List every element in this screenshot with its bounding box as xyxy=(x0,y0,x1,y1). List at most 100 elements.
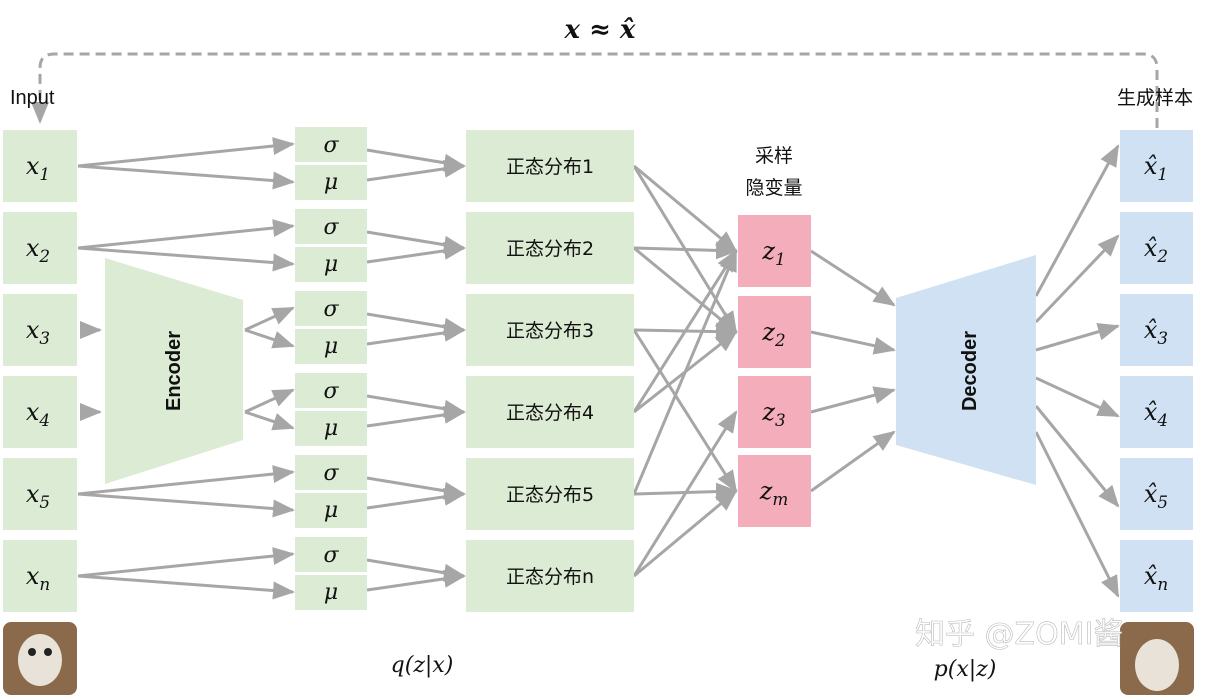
sigma-label: σ xyxy=(323,379,339,404)
input-node: x3 xyxy=(3,294,77,366)
output-node: x̂2 xyxy=(1120,212,1193,284)
mu-label: μ xyxy=(324,170,338,195)
sigma-to-dist-edge xyxy=(366,148,466,172)
distribution-label: 正态分布1 xyxy=(506,156,594,178)
distribution-node: 正态分布2 xyxy=(466,212,634,284)
decoder-to-output-edge xyxy=(1034,234,1120,324)
sigma-to-dist-edge xyxy=(366,394,466,418)
avatar-left xyxy=(3,622,77,695)
distribution-node: 正态分布5 xyxy=(466,458,634,530)
mu-to-dist-edge xyxy=(366,569,466,592)
variable-label: zm xyxy=(759,477,789,509)
distribution-node: 正态分布1 xyxy=(466,130,634,202)
sigma-mu-node: σμ xyxy=(295,209,367,282)
decoder-block xyxy=(896,255,1036,485)
latent-to-decoder-edge xyxy=(810,386,896,414)
input-to-mu-edge xyxy=(77,574,295,600)
sigma-to-dist-edge xyxy=(366,230,466,254)
variable-label: z1 xyxy=(761,237,785,269)
sigma-mu-node: σμ xyxy=(295,127,367,200)
distribution-node: 正态分布n xyxy=(466,540,634,612)
sigma-to-dist-edge xyxy=(366,476,466,500)
input-to-mu-edge xyxy=(77,164,295,190)
latent-to-decoder-edge xyxy=(810,249,896,307)
input-to-sigma-edge xyxy=(77,219,295,250)
decoder-to-output-edge xyxy=(1034,144,1120,297)
sigma-to-dist-edge xyxy=(366,312,466,336)
mu-to-dist-edge xyxy=(366,487,466,510)
variable-label: x1 xyxy=(26,152,50,184)
latent-to-decoder-edge xyxy=(810,430,896,493)
dist-to-latent-edge xyxy=(632,249,738,413)
avatar-right xyxy=(1120,622,1194,695)
input-node: x4 xyxy=(3,376,77,448)
latent-node: z3 xyxy=(738,376,811,448)
input-node: x2 xyxy=(3,212,77,284)
input-to-mu-edge xyxy=(77,492,295,518)
sigma-mu-node: σμ xyxy=(295,537,367,610)
sigma-label: σ xyxy=(323,543,339,568)
dist-to-latent-edge xyxy=(632,329,738,493)
input-to-sigma-edge xyxy=(77,465,295,496)
input-node: xn xyxy=(3,540,77,612)
decoder-to-output-edge xyxy=(1035,322,1120,352)
title-formula: x ≈ x̂ xyxy=(564,15,636,45)
variable-label: x̂4 xyxy=(1144,398,1168,430)
latent-label: 隐变量 xyxy=(745,177,802,199)
q-label: q(z|x) xyxy=(391,653,454,678)
mu-to-dist-edge xyxy=(366,323,466,346)
p-label: p(x|z) xyxy=(934,657,997,682)
variable-label: x3 xyxy=(26,316,50,348)
input-node: x5 xyxy=(3,458,77,530)
mu-label: μ xyxy=(324,580,338,605)
distribution-node: 正态分布3 xyxy=(466,294,634,366)
dist-to-latent-edge xyxy=(632,249,738,495)
sigma-to-dist-edge xyxy=(366,558,466,582)
mu-to-dist-edge xyxy=(366,159,466,182)
decoder-to-output-edge xyxy=(1034,431,1120,598)
input-to-sigma-edge xyxy=(77,137,295,168)
variable-label: z2 xyxy=(761,318,785,350)
variable-label: x̂n xyxy=(1144,562,1168,594)
encoder-block xyxy=(105,258,243,484)
mu-label: μ xyxy=(324,498,338,523)
encoder-label: Encoder xyxy=(163,331,185,411)
dist-to-latent-edge xyxy=(633,489,738,578)
watermark: 知乎 @ZOMI酱 xyxy=(915,617,1123,652)
output-node: x̂5 xyxy=(1120,458,1193,530)
mu-label: μ xyxy=(324,252,338,277)
decoder-to-output-edge xyxy=(1034,405,1120,508)
sigma-label: σ xyxy=(323,133,339,158)
variable-label: x̂5 xyxy=(1144,480,1168,512)
distribution-label: 正态分布n xyxy=(506,566,594,588)
variable-label: z3 xyxy=(761,398,785,430)
variable-label: xn xyxy=(26,562,50,594)
decoder-to-output-edge xyxy=(1035,376,1120,418)
output-node: x̂1 xyxy=(1120,130,1193,202)
variable-label: x̂2 xyxy=(1144,234,1168,266)
distribution-node: 正态分布4 xyxy=(466,376,634,448)
latent-node: z1 xyxy=(738,215,811,287)
input-to-sigma-edge xyxy=(77,547,295,578)
variable-label: x̂3 xyxy=(1144,316,1168,348)
sigma-mu-node: σμ xyxy=(295,291,367,364)
dist-to-latent-edge xyxy=(633,164,738,253)
input-to-mu-edge xyxy=(244,328,295,349)
latent-node: zm xyxy=(738,455,811,527)
latent-node: z2 xyxy=(738,296,811,368)
sigma-label: σ xyxy=(323,297,339,322)
sigma-mu-node: σμ xyxy=(295,373,367,446)
dist-to-latent-edge xyxy=(633,241,738,260)
sigma-label: σ xyxy=(323,461,339,486)
output-node: x̂n xyxy=(1120,540,1193,612)
sample-label: 采样 xyxy=(755,145,793,167)
distribution-label: 正态分布5 xyxy=(506,484,594,506)
variable-label: x4 xyxy=(26,398,50,430)
distribution-label: 正态分布4 xyxy=(506,402,594,424)
reconstruction-loop-arrow xyxy=(31,52,1159,128)
dist-to-latent-edge xyxy=(633,246,738,334)
output-node: x̂3 xyxy=(1120,294,1193,366)
sigma-label: σ xyxy=(323,215,339,240)
variable-label: x5 xyxy=(26,480,50,512)
distribution-label: 正态分布2 xyxy=(506,238,594,260)
